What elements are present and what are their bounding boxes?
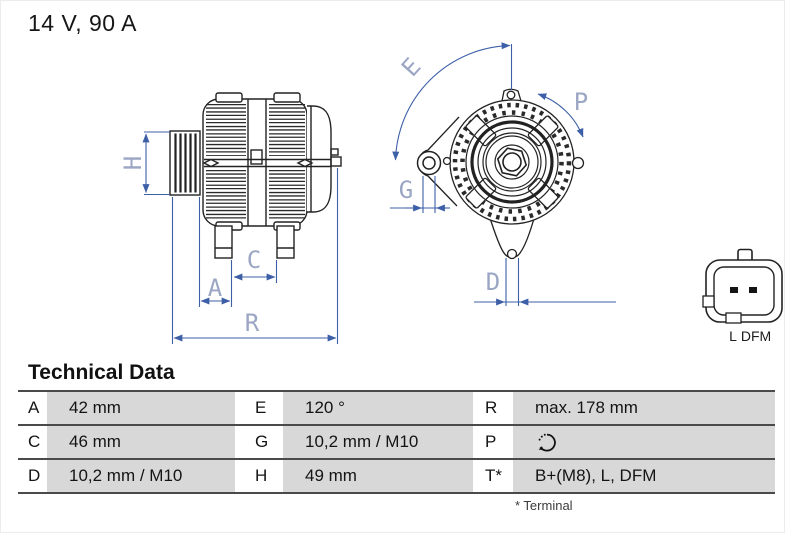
- dim-label-r: R: [245, 309, 260, 337]
- front-view-dimensions: [390, 42, 616, 306]
- technical-data-section: Technical Data A 42 mm E 120 ° R max. 17…: [0, 361, 785, 513]
- table-row: A 42 mm E 120 ° R max. 178 mm: [18, 392, 775, 426]
- front-view-drawing: [416, 88, 585, 260]
- dim-label-h: H: [119, 156, 147, 170]
- technical-data-table: A 42 mm E 120 ° R max. 178 mm C 46 mm G …: [18, 390, 775, 494]
- dim-key: T*: [473, 460, 513, 492]
- pulley: [169, 130, 201, 196]
- connector-pin: [730, 287, 738, 293]
- dim-key: D: [18, 460, 47, 492]
- dim-label-d: D: [486, 268, 500, 296]
- dim-key: H: [235, 460, 283, 492]
- cooling-fins: [206, 104, 305, 221]
- dim-value: 49 mm: [283, 460, 473, 492]
- dim-key: E: [235, 392, 283, 424]
- dim-value: 42 mm: [47, 392, 235, 424]
- dim-value: 46 mm: [47, 426, 235, 458]
- table-row: C 46 mm G 10,2 mm / M10 P: [18, 426, 775, 460]
- table-row: D 10,2 mm / M10 H 49 mm T* B+(M8), L, DF…: [18, 460, 775, 494]
- side-view-drawing: [169, 92, 342, 259]
- dim-key: A: [18, 392, 47, 424]
- rotation-direction-icon: [538, 433, 556, 452]
- dim-value: 10,2 mm / M10: [283, 426, 473, 458]
- dim-label-a: A: [208, 274, 223, 302]
- section-heading: Technical Data: [28, 361, 175, 384]
- dim-value: max. 178 mm: [513, 392, 775, 424]
- side-view-dimensions: [142, 131, 339, 344]
- dim-label-g: G: [399, 176, 413, 204]
- dim-label-p: P: [574, 88, 588, 116]
- dim-label-c: C: [247, 246, 261, 274]
- rotation-direction-cell: [513, 426, 775, 458]
- connector-drawing: [702, 248, 783, 324]
- terminal-footnote: * Terminal: [515, 498, 573, 513]
- connector-pin: [749, 287, 757, 293]
- dim-key: R: [473, 392, 513, 424]
- dim-key: C: [18, 426, 47, 458]
- dim-label-e: E: [396, 53, 426, 82]
- dim-key: G: [235, 426, 283, 458]
- alternator-technical-drawing: H A C R: [119, 42, 783, 344]
- connector-pin-label-dfm: DFM: [741, 328, 771, 344]
- dim-value: B+(M8), L, DFM: [513, 460, 775, 492]
- dim-value: 10,2 mm / M10: [47, 460, 235, 492]
- connector-pin-label-l: L: [729, 328, 737, 344]
- dim-value: 120 °: [283, 392, 473, 424]
- dim-key: P: [473, 426, 513, 458]
- rating-title: 14 V, 90 A: [28, 10, 138, 36]
